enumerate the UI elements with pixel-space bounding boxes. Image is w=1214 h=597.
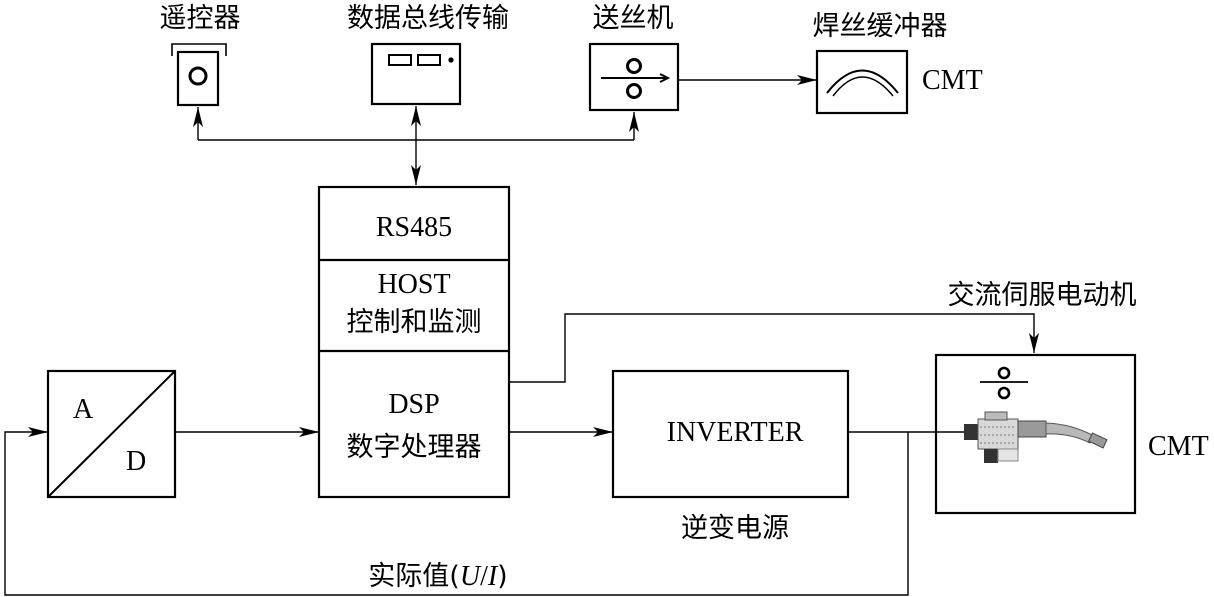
- welding-torch-icon: [964, 411, 1108, 463]
- ad-converter: A D: [46, 369, 177, 499]
- torch-motor-body: [977, 418, 1019, 450]
- wire-buffer-cmt-tag: CMT: [922, 65, 983, 96]
- dsp-processor-label: 数字处理器: [347, 432, 482, 463]
- remote-control-label: 遥控器: [160, 3, 241, 34]
- feedback-label-prefix: 实际值(: [368, 561, 460, 592]
- feed-direction-icon: [659, 73, 671, 83]
- wire-buffer: 焊丝缓冲器 CMT: [813, 11, 983, 115]
- servo-motor-label: 交流伺服电动机: [948, 280, 1137, 311]
- torch-neck: [1017, 420, 1047, 438]
- remote-antenna-bracket: [171, 43, 227, 56]
- remote-control-box: [176, 50, 220, 107]
- torch-base-block: [984, 449, 998, 463]
- torch-motor-top: [984, 411, 1008, 421]
- remote-control: 遥控器: [160, 3, 241, 107]
- wire-feeder: 送丝机: [588, 3, 680, 112]
- torch-connector: [964, 424, 978, 440]
- buffer-curve-inner: [832, 76, 894, 97]
- feedback-loop-arrow: [4, 427, 909, 596]
- torch-roller-top-icon: [997, 366, 1011, 380]
- torch-roller-bottom-icon: [997, 386, 1011, 400]
- ad-a-label: A: [73, 394, 94, 425]
- feed-roller-top-icon: [626, 58, 642, 74]
- inverter-box: [611, 369, 850, 499]
- controller-box: [317, 185, 511, 499]
- data-bus-display-1: [388, 54, 412, 66]
- torch-tip: [1087, 432, 1108, 449]
- wire-buffer-box: [815, 49, 909, 115]
- cmt-torch-tag: CMT: [1148, 431, 1209, 462]
- dsp-to-servo-arrow: [509, 313, 1039, 383]
- data-bus: 数据总线传输: [347, 3, 509, 106]
- data-bus-label: 数据总线传输: [347, 3, 509, 34]
- feedback-label-suffix: ): [497, 561, 508, 592]
- ad-d-label: D: [126, 446, 146, 477]
- controller-stack: RS485 HOST 控制和监测 DSP 数字处理器: [317, 185, 511, 499]
- torch-base-panel: [997, 448, 1019, 462]
- remote-button-icon: [188, 66, 208, 86]
- feed-roller-bottom-icon: [626, 83, 642, 99]
- inverter-label: INVERTER: [667, 417, 804, 448]
- wire-buffer-label: 焊丝缓冲器: [813, 11, 948, 42]
- host-control-monitor-label: 控制和监测: [347, 307, 482, 338]
- ad-diagonal: [47, 370, 176, 498]
- feedback-label-slash: /: [480, 561, 488, 592]
- dsp-label: DSP: [388, 389, 439, 420]
- host-label: HOST: [377, 269, 450, 300]
- torch-nozzle: [1045, 422, 1095, 444]
- feedback-label-u: U: [460, 561, 482, 592]
- inverter: INVERTER 逆变电源: [611, 369, 850, 544]
- cmt-torch: CMT 交流伺服电动机: [934, 280, 1209, 515]
- feedback-label-i: I: [487, 561, 499, 592]
- data-bus-box: [370, 42, 462, 106]
- data-bus-display-2: [417, 54, 441, 66]
- wire-feeder-label: 送丝机: [593, 3, 674, 34]
- rs485-label: RS485: [376, 212, 452, 243]
- feedback-label: 实际值(U/I): [368, 561, 507, 592]
- data-bus-led: [448, 57, 454, 63]
- inverter-power-source-label: 逆变电源: [681, 513, 789, 544]
- buffer-curve-outer: [826, 69, 899, 94]
